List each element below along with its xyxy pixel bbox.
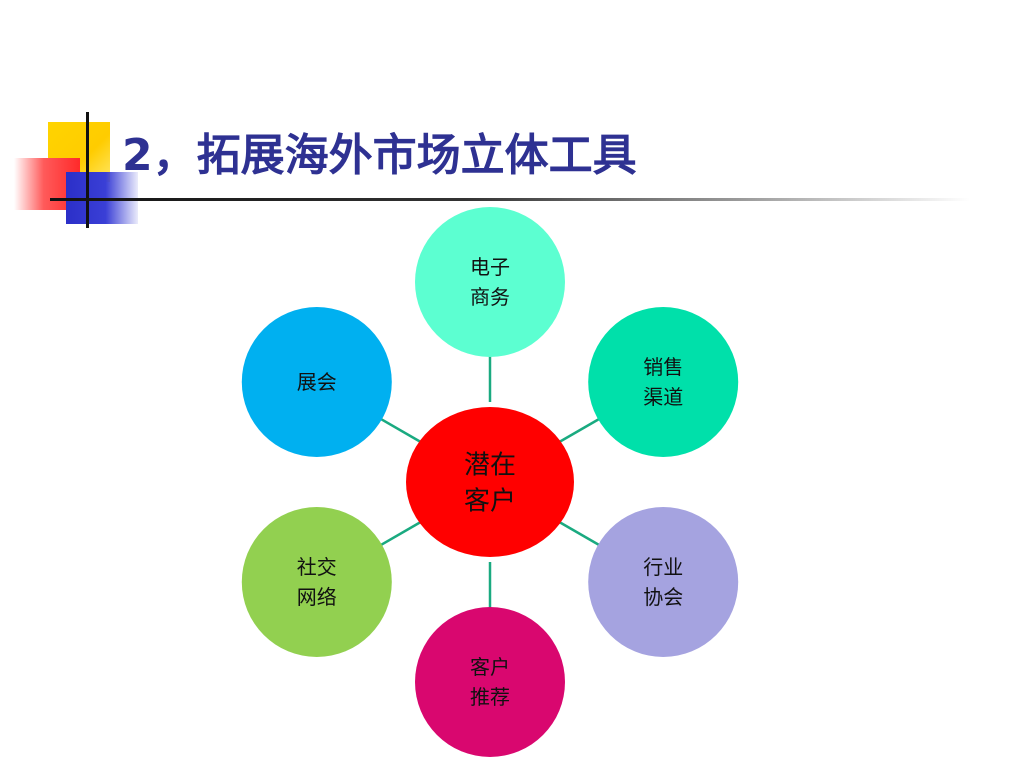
center-node-label-line: 客户 — [464, 486, 516, 516]
node-industry-association-label-line: 协会 — [643, 585, 683, 609]
connector-sales-channel — [558, 416, 603, 444]
node-customer-referral-label-line: 推荐 — [470, 685, 510, 709]
connector-exhibition — [377, 416, 422, 444]
node-customer-referral-label: 客户推荐 — [470, 655, 510, 709]
connectors — [377, 353, 603, 611]
node-sales-channel-label-line: 销售 — [643, 355, 683, 379]
connector-industry-association — [558, 520, 603, 548]
node-sales-channel-label-line: 渠道 — [643, 385, 683, 409]
slide-title: 2，拓展海外市场立体工具 — [122, 130, 637, 181]
node-social-network-label-line: 社交 — [297, 555, 337, 579]
node-exhibition-label: 展会 — [297, 370, 337, 394]
node-ecommerce-label-line: 商务 — [470, 285, 510, 309]
node-industry-association-circle — [588, 507, 739, 657]
title-underline — [50, 198, 970, 201]
decorative-vertical-line — [86, 112, 89, 228]
node-exhibition-label-line: 展会 — [297, 370, 337, 394]
center-node-label: 潜在客户 — [464, 450, 516, 516]
node-social-network-label-line: 网络 — [297, 585, 337, 609]
node-circles — [241, 207, 739, 757]
node-social-network-label: 社交网络 — [297, 555, 337, 609]
node-industry-association-label-line: 行业 — [643, 555, 683, 579]
node-ecommerce-label-line: 电子 — [470, 255, 510, 279]
connector-social-network — [377, 520, 422, 548]
node-exhibition-circle — [241, 307, 392, 457]
node-customer-referral-label-line: 客户 — [470, 655, 510, 679]
center-node-label-line: 潜在 — [464, 450, 516, 480]
node-ecommerce-circle — [415, 207, 565, 357]
node-industry-association-label: 行业协会 — [643, 555, 683, 609]
node-ecommerce-label: 电子商务 — [470, 255, 510, 309]
node-customer-referral-circle — [415, 607, 565, 757]
node-sales-channel-circle — [588, 307, 739, 457]
node-social-network-circle — [241, 507, 392, 657]
center-node-circle — [406, 407, 574, 557]
node-sales-channel-label: 销售渠道 — [643, 355, 683, 409]
